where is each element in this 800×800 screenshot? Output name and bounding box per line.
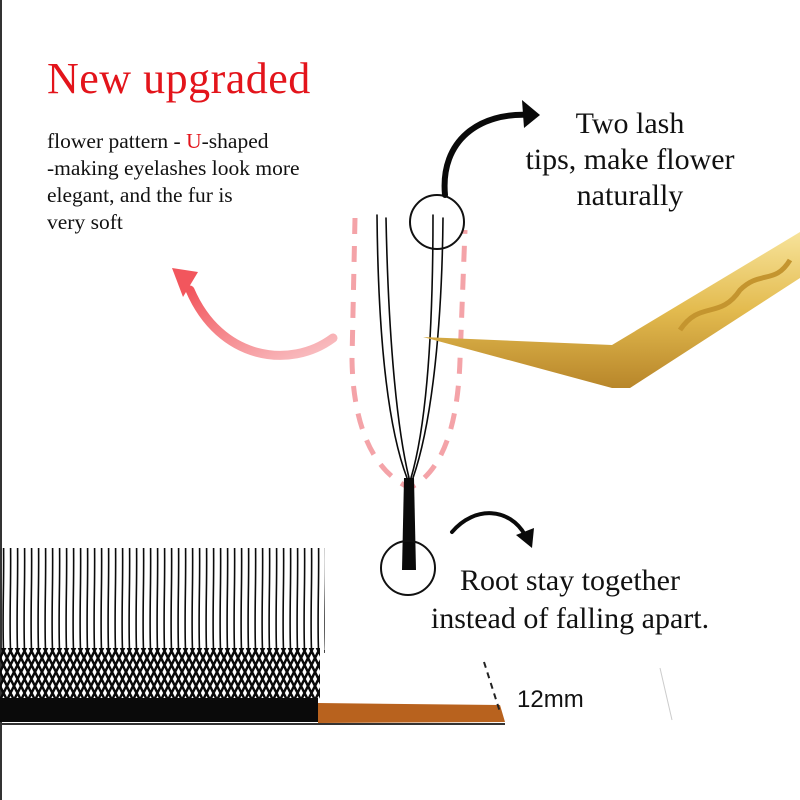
root-callout-line: Root stay together bbox=[460, 564, 680, 597]
highlight-letter: U bbox=[186, 129, 202, 153]
description: flower pattern - U-shaped -making eyelas… bbox=[47, 128, 300, 236]
tips-callout: Two lash tips, make flower naturally bbox=[500, 106, 760, 214]
black-curved-arrow-down-icon bbox=[450, 511, 534, 548]
length-label: 12mm bbox=[517, 686, 584, 713]
tips-callout-line: Two lash bbox=[575, 107, 685, 140]
description-line-2: -making eyelashes look more bbox=[47, 156, 300, 180]
lash-fan bbox=[376, 214, 444, 570]
tips-callout-line: naturally bbox=[576, 179, 684, 212]
image-border bbox=[0, 0, 2, 800]
description-line-1: flower pattern - U-shaped bbox=[47, 128, 300, 155]
description-text: flower pattern - bbox=[47, 129, 187, 153]
gold-tweezers bbox=[423, 232, 800, 388]
u-shape-dashed-outline bbox=[349, 217, 468, 491]
tips-highlight-circle bbox=[409, 194, 465, 250]
tips-callout-line: tips, make flower bbox=[525, 143, 735, 176]
description-text: -shaped bbox=[201, 129, 269, 153]
pink-curved-arrow-icon bbox=[172, 268, 338, 360]
root-callout-line: instead of falling apart. bbox=[430, 602, 710, 635]
description-line-4: very soft bbox=[47, 210, 123, 234]
description-line-3: elegant, and the fur is bbox=[47, 183, 233, 207]
black-curved-arrow-up-icon bbox=[441, 100, 540, 198]
headline: New upgraded bbox=[47, 54, 311, 103]
root-highlight-circle bbox=[380, 540, 436, 596]
lash-strip bbox=[0, 548, 673, 741]
root-callout: Root stay together instead of falling ap… bbox=[405, 562, 735, 638]
